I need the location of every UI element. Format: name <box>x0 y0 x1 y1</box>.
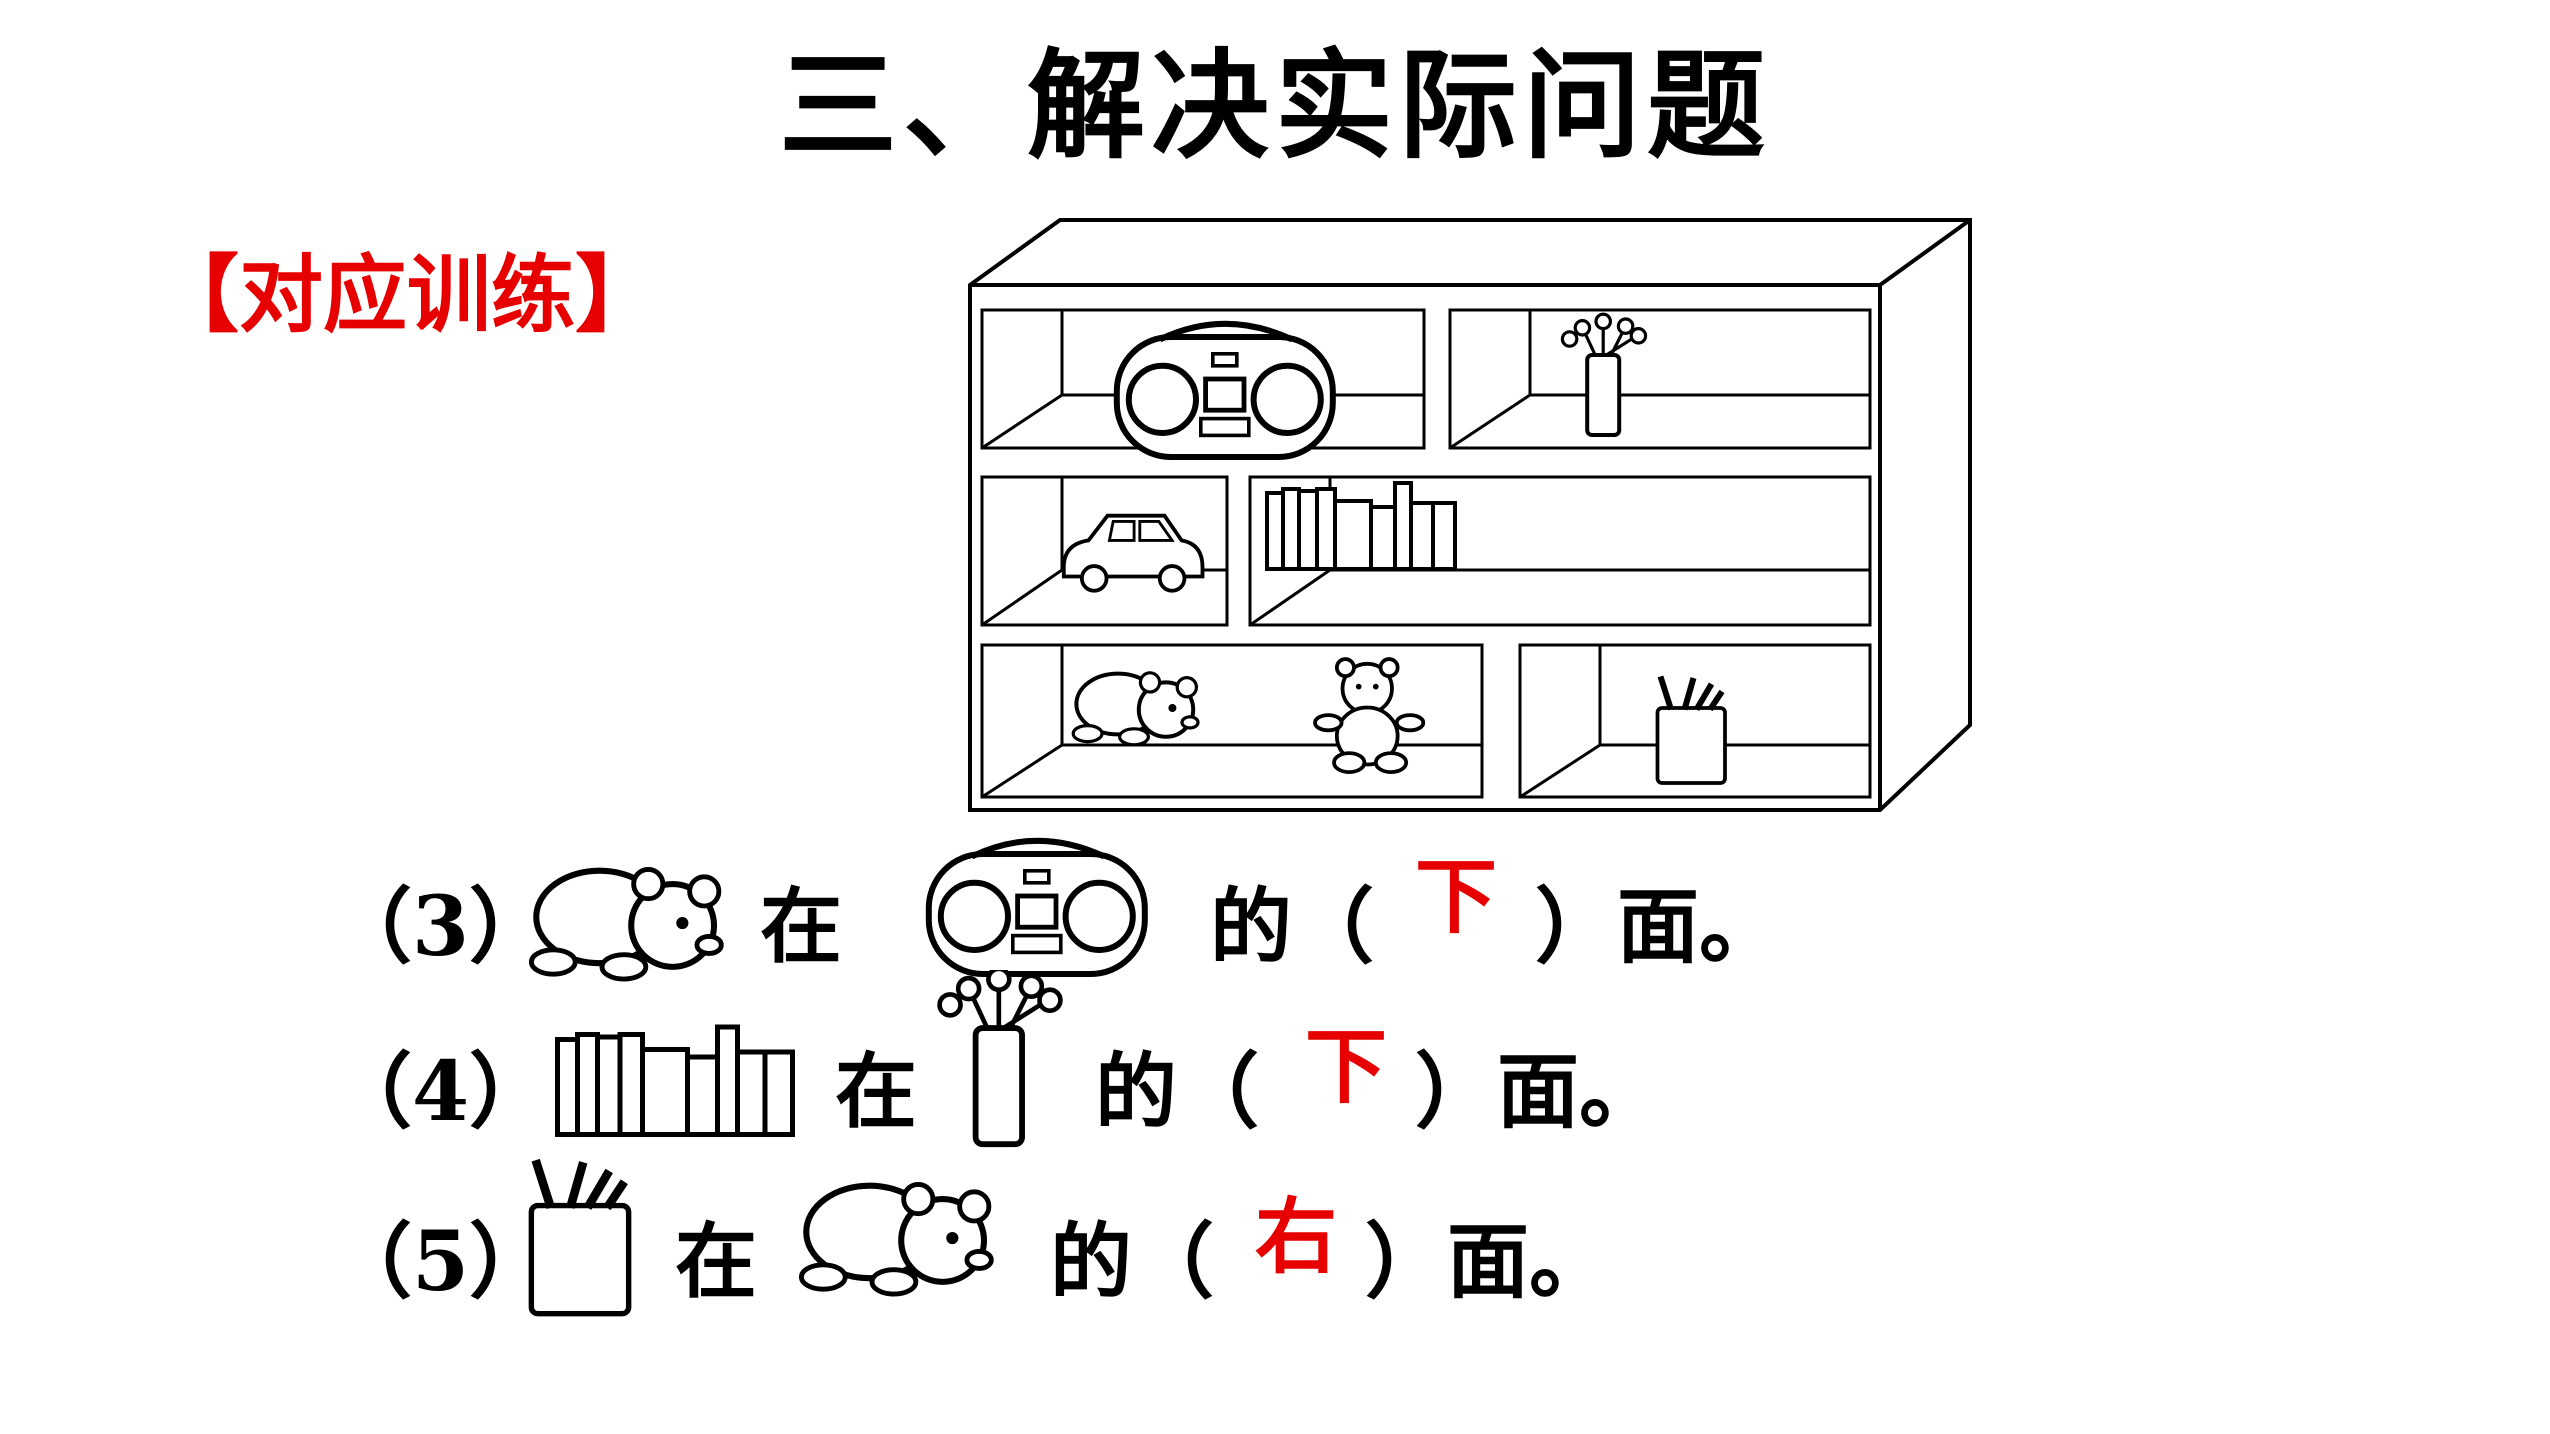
crawling-bear-icon <box>515 850 745 990</box>
word-zai: 在 <box>675 1214 758 1310</box>
flower-vase-icon <box>920 970 1080 1150</box>
page-title: 三、解决实际问题 <box>778 37 1771 175</box>
radio-icon <box>878 830 1198 980</box>
answer-3: 下 <box>1415 850 1498 945</box>
question-5: （5） 在 的（ 右 ）面。 <box>330 1170 2230 1340</box>
practice-label: 【对应训练】 <box>155 246 660 344</box>
answer-4: 下 <box>1305 1020 1388 1115</box>
bookshelf-illustration <box>968 218 1972 812</box>
word-end: ）面。 <box>1415 1044 1662 1140</box>
word-end: ）面。 <box>1365 1214 1612 1310</box>
crawling-bear-icon <box>785 1165 1015 1305</box>
answer-5: 右 <box>1255 1190 1338 1285</box>
word-de: 的（ <box>1210 879 1375 975</box>
word-zai: 在 <box>760 879 843 975</box>
word-de: 的（ <box>1095 1044 1260 1140</box>
question-number: （4） <box>330 1044 552 1140</box>
pencil-cup-icon <box>520 1158 640 1318</box>
books-icon <box>545 1022 805 1137</box>
question-number: （5） <box>330 1214 552 1310</box>
word-de: 的（ <box>1050 1214 1215 1310</box>
word-end: ）面。 <box>1535 879 1782 975</box>
question-number: （3） <box>330 879 552 975</box>
question-3: （3） 在 的（ 下 ）面。 <box>330 830 2230 1000</box>
word-zai: 在 <box>835 1044 918 1140</box>
question-4: （4） 在 的（ 下 ）面。 <box>330 1000 2230 1170</box>
